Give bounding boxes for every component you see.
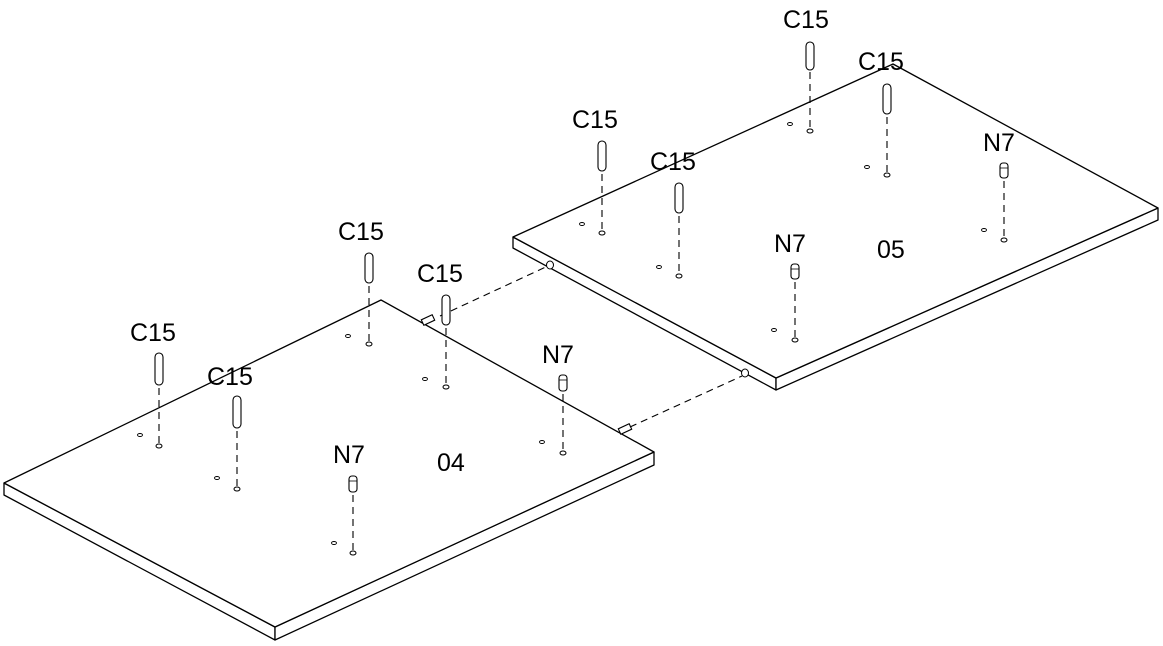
- label-c15: C15: [338, 218, 384, 246]
- dowel-icon: [805, 41, 815, 71]
- label-c15: C15: [207, 363, 253, 391]
- cam-bolt-n7: [790, 263, 800, 343]
- dowel-c15: [674, 182, 684, 279]
- dowel-icon: [154, 352, 164, 386]
- cam-bolt-hole: [559, 450, 567, 456]
- label-n7: N7: [333, 441, 365, 469]
- cam-bolt-icon: [348, 475, 358, 493]
- dowel-hole: [233, 486, 241, 492]
- panel-05-label: 05: [877, 236, 905, 264]
- cam-bolt-hole: [349, 550, 357, 556]
- panel-04-label: 04: [437, 449, 465, 477]
- label-c15: C15: [783, 6, 829, 34]
- label-n7: N7: [542, 341, 574, 369]
- dowel-hole: [598, 230, 606, 236]
- label-n7: N7: [983, 129, 1015, 157]
- panel-04: [3, 299, 655, 641]
- panel-05: [512, 63, 1159, 391]
- cam-bolt-n7: [348, 475, 358, 556]
- panel-04-marker-dot: [214, 476, 220, 480]
- dowel-icon: [882, 83, 892, 115]
- panel-05-marker-dot: [656, 265, 662, 269]
- label-c15: C15: [417, 260, 463, 288]
- panel-05-marker-dot: [787, 122, 793, 126]
- panel-04-marker-dot: [422, 377, 428, 381]
- label-c15: C15: [858, 48, 904, 76]
- cam-bolt-icon: [790, 263, 800, 280]
- label-n7: N7: [774, 230, 806, 258]
- dowel-hole: [883, 172, 891, 178]
- dowel-icon: [441, 294, 451, 326]
- dowel-hole: [442, 384, 450, 390]
- panel-05-top: [512, 63, 1159, 379]
- panel-05-marker-dot: [864, 165, 870, 169]
- cam-bolt-n7: [558, 374, 568, 456]
- dowel-icon: [364, 252, 374, 284]
- dowel-hole: [365, 341, 373, 347]
- label-c15: C15: [130, 319, 176, 347]
- dowel-icon: [597, 140, 607, 172]
- dowel-c15: [232, 395, 242, 492]
- panel-05-marker-dot: [579, 222, 585, 226]
- dowel-icon: [232, 395, 242, 429]
- panel-04-marker-dot: [539, 440, 545, 444]
- panel-04-top: [3, 299, 655, 628]
- dowel-c15: [882, 83, 892, 178]
- panel-05-marker-dot: [771, 328, 777, 332]
- panel-04-marker-dot: [137, 433, 143, 437]
- cam-bolt-icon: [558, 374, 568, 392]
- dowel-c15: [441, 294, 451, 390]
- panel-04-dowel-stub: [420, 314, 436, 326]
- dowel-c15: [597, 140, 607, 236]
- panel-04-marker-dot: [331, 541, 337, 545]
- panel-05-edge-hole: [741, 368, 749, 378]
- connection-line: [629, 375, 743, 428]
- cam-bolt-icon: [999, 162, 1009, 179]
- connection-line: [439, 265, 549, 317]
- panel-05-marker-dot: [981, 228, 987, 232]
- dowel-hole: [675, 273, 683, 279]
- dowel-icon: [674, 182, 684, 214]
- label-c15: C15: [572, 106, 618, 134]
- panel-05-edge-hole: [546, 260, 554, 270]
- cam-bolt-hole: [791, 337, 799, 343]
- label-c15: C15: [650, 148, 696, 176]
- dowel-c15: [805, 41, 815, 134]
- dowel-hole: [155, 443, 163, 449]
- dowel-c15: [364, 252, 374, 347]
- cam-bolt-hole: [1000, 237, 1008, 243]
- panel-04-marker-dot: [345, 334, 351, 338]
- dowel-c15: [154, 352, 164, 449]
- panel-04-dowel-stub: [617, 423, 633, 435]
- cam-bolt-n7: [999, 162, 1009, 243]
- dowel-hole: [806, 128, 814, 134]
